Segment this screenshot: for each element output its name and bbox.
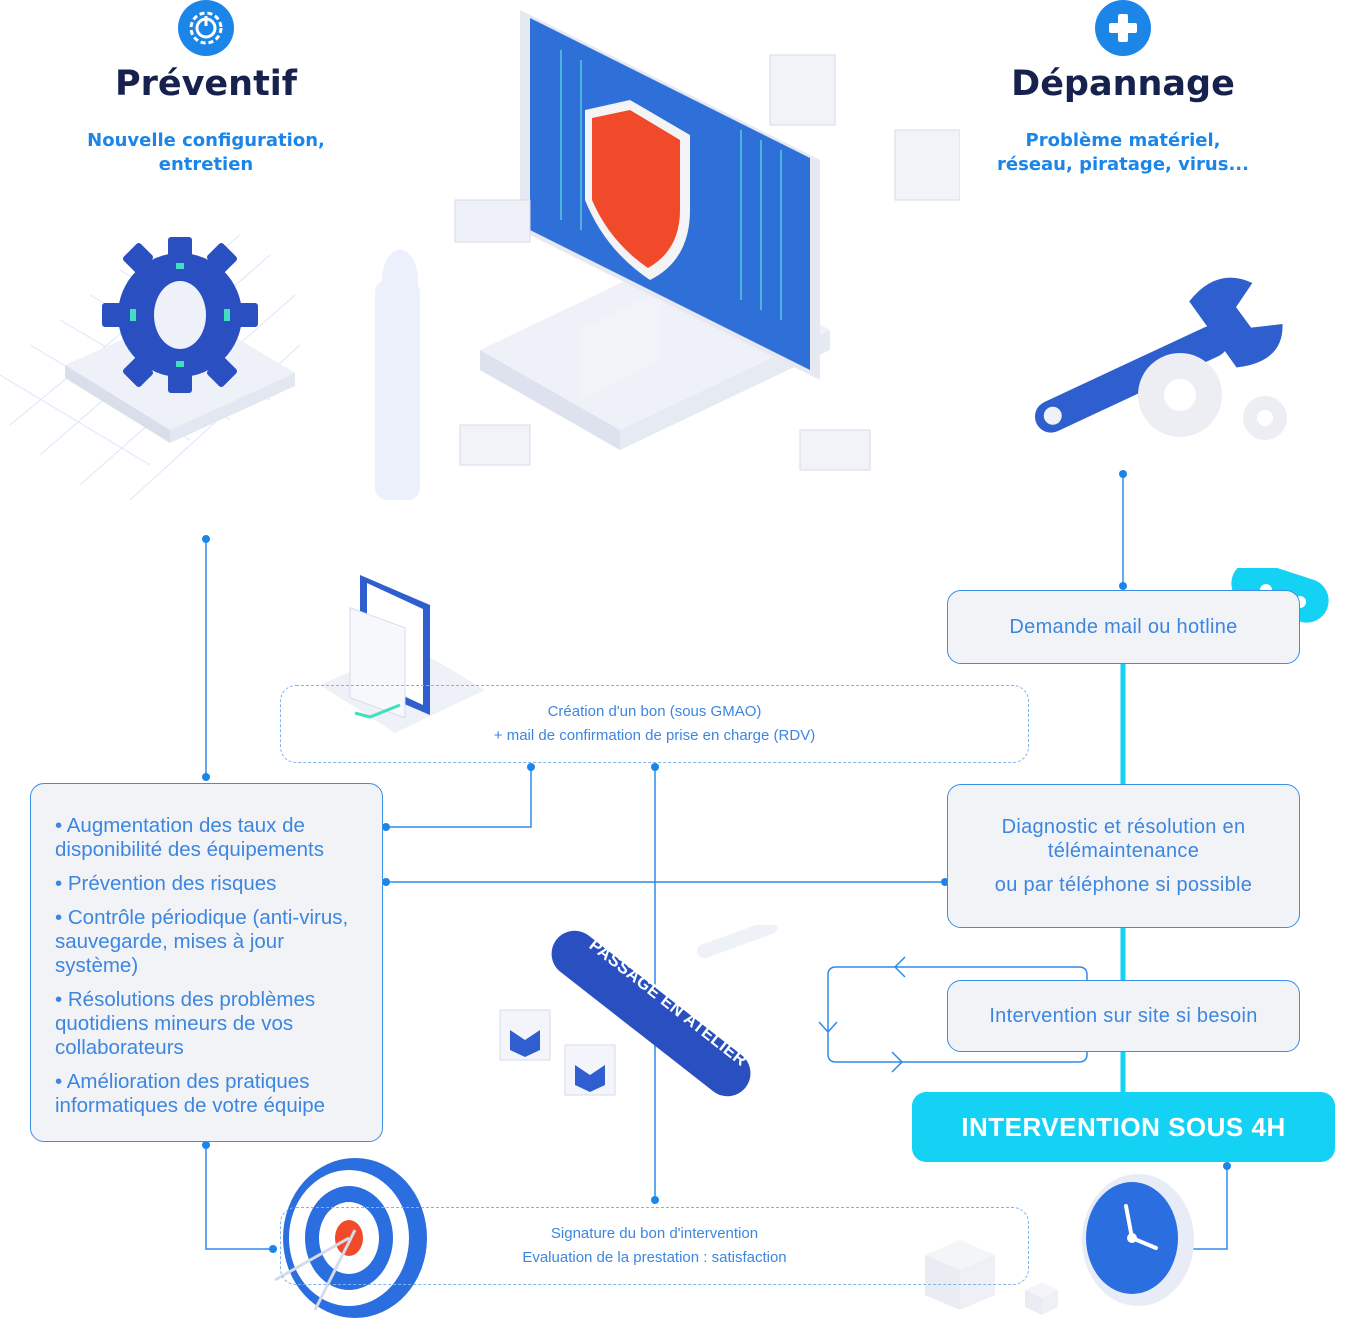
clock-icon	[1082, 1174, 1194, 1306]
atelier-illustration	[499, 925, 778, 1097]
bon-creation-box: Création d'un bon (sous GMAO) + mail de …	[280, 685, 1029, 763]
diagnostic-line3: ou par téléphone si possible	[994, 874, 1253, 896]
power-gear-icon	[189, 11, 223, 45]
depannage-subtitle-line2: réseau, piratage, virus...	[997, 154, 1249, 175]
signature-line2: Evaluation de la prestation : satisfacti…	[522, 1249, 787, 1266]
preventif-subtitle-line2: entretien	[158, 154, 254, 175]
diagnostic-line2: télémaintenance	[1047, 840, 1200, 862]
target-illustration	[274, 1158, 427, 1318]
bon-creation-line1: Création d'un bon (sous GMAO)	[547, 703, 762, 720]
signature-line1: Signature du bon d'intervention	[550, 1225, 759, 1242]
benefits-box: • Augmentation des taux de disponibilité…	[30, 783, 383, 1142]
diagnostic-line1: Diagnostic et résolution en	[1001, 816, 1246, 838]
plus-icon	[1109, 14, 1137, 42]
benefit-item: • Contrôle périodique (anti-virus, sauve…	[55, 906, 349, 977]
depannage-icon-badge	[1095, 0, 1151, 56]
intervention-box: Intervention sur site si besoin	[947, 980, 1300, 1052]
signature-box: Signature du bon d'intervention Evaluati…	[280, 1207, 1029, 1285]
depannage-subtitle-line1: Problème matériel,	[1025, 130, 1221, 151]
preventif-title: Préventif	[114, 64, 298, 104]
intervention-label: Intervention sur site si besoin	[989, 1004, 1258, 1027]
preventif-subtitle-line1: Nouvelle configuration,	[87, 130, 325, 151]
gear-platform-illustration	[0, 234, 300, 501]
bon-creation-line2: + mail de confirmation de prise en charg…	[493, 727, 816, 744]
cube-decoration	[925, 1240, 1058, 1315]
benefit-item: • Amélioration des pratiques informatiqu…	[55, 1070, 326, 1117]
depannage-title: Dépannage	[1011, 64, 1235, 104]
benefit-item: • Augmentation des taux de disponibilité…	[55, 814, 324, 861]
preventif-icon-badge	[178, 0, 234, 56]
monitor-shield-illustration	[375, 10, 960, 500]
document-tablet-illustration	[320, 575, 485, 733]
diagnostic-box: Diagnostic et résolution en télémaintena…	[947, 784, 1300, 928]
wrench-gears-illustration	[1034, 277, 1287, 440]
benefit-item: • Résolutions des problèmes quotidiens m…	[55, 988, 316, 1059]
depannage-subtitle: Problème matériel, réseau, piratage, vir…	[943, 129, 1303, 177]
preventif-subtitle: Nouvelle configuration, entretien	[26, 129, 386, 177]
demande-box: Demande mail ou hotline	[947, 590, 1300, 664]
intervention-4h-banner: INTERVENTION SOUS 4H	[912, 1092, 1335, 1162]
demande-label: Demande mail ou hotline	[1009, 615, 1238, 638]
benefit-item: • Prévention des risques	[55, 872, 277, 895]
